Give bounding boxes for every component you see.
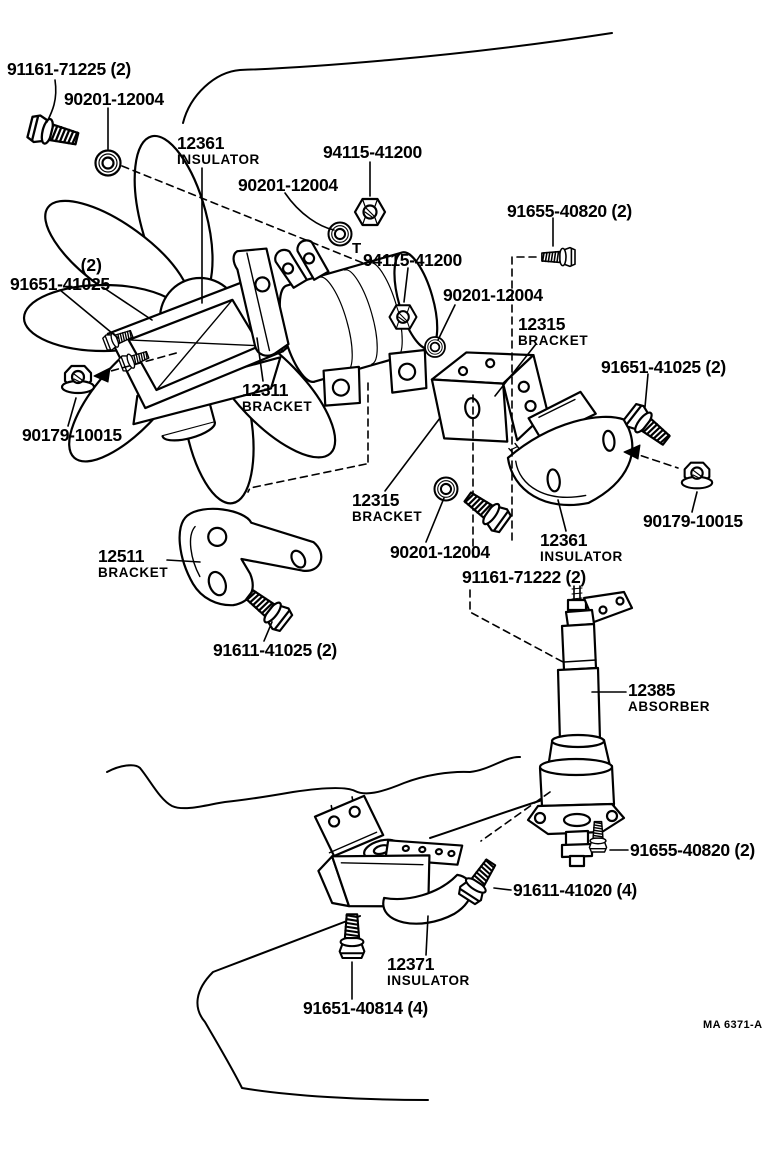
- insulator-12371: [313, 794, 473, 925]
- nut-94115-41200: [388, 304, 418, 330]
- part-label-91655-40820: 91655-40820 (2): [507, 201, 632, 221]
- part-label-90201-12004: 90201-12004: [64, 89, 164, 109]
- leader-lines: [46, 79, 698, 1000]
- bracket-12511: [178, 507, 323, 607]
- flange-bolt-91655-40820: [541, 246, 576, 268]
- engine-outline-top: [182, 32, 613, 124]
- part-label-91611-41025: 91611-41025 (2): [213, 640, 337, 660]
- drawing-code: MA 6371-A: [703, 1019, 763, 1031]
- washer-90201-12004: [424, 336, 446, 358]
- part-label-90179-10015: 90179-10015: [643, 511, 743, 531]
- hex-bolt-91161-71222: [459, 485, 514, 536]
- part-label-91611-41020: 91611-41020 (4): [513, 880, 637, 900]
- washer-90201-12004: [433, 476, 459, 502]
- absorber-12385: [526, 585, 634, 868]
- hex-bolt-91161-71225: [25, 112, 82, 154]
- assembly-arrows: [93, 367, 641, 460]
- part-label-91161-71225: 91161-71225 (2): [7, 59, 131, 79]
- t-cast-mark: T: [352, 240, 362, 257]
- washer-90201-12004: [327, 221, 353, 247]
- engine-housing: [274, 239, 439, 407]
- part-label-91651-40814: 91651-40814 (4): [303, 998, 428, 1018]
- insulator-12361-rear: [506, 390, 634, 507]
- part-label-94115-41200: 94115-41200: [363, 250, 462, 270]
- part-label-91651-41025: 91651-41025 (2): [601, 357, 726, 377]
- part-label-90201-12004: 90201-12004: [238, 175, 338, 195]
- washer-90201-12004: [94, 149, 122, 177]
- part-label-91651-41025: (2)91651-41025: [10, 255, 110, 294]
- bracket-12311: [232, 247, 290, 357]
- nut-90179-10015: [60, 364, 96, 395]
- part-label-91161-71222: 91161-71222 (2): [462, 567, 586, 587]
- part-label-91655-40820: 91655-40820 (2): [630, 840, 755, 860]
- part-label-90201-12004: 90201-12004: [390, 542, 490, 562]
- assembly-dashed-lines: [99, 165, 679, 842]
- nut-90179-10015: [680, 461, 714, 490]
- nut-94115-41200: [353, 197, 387, 227]
- part-label-90179-10015: 90179-10015: [22, 425, 122, 445]
- hex-bolt-91651-40814: [338, 913, 366, 960]
- part-label-90201-12004: 90201-12004: [443, 285, 543, 305]
- bracket-12315: [430, 351, 549, 443]
- part-label-94115-41200: 94115-41200: [323, 142, 422, 162]
